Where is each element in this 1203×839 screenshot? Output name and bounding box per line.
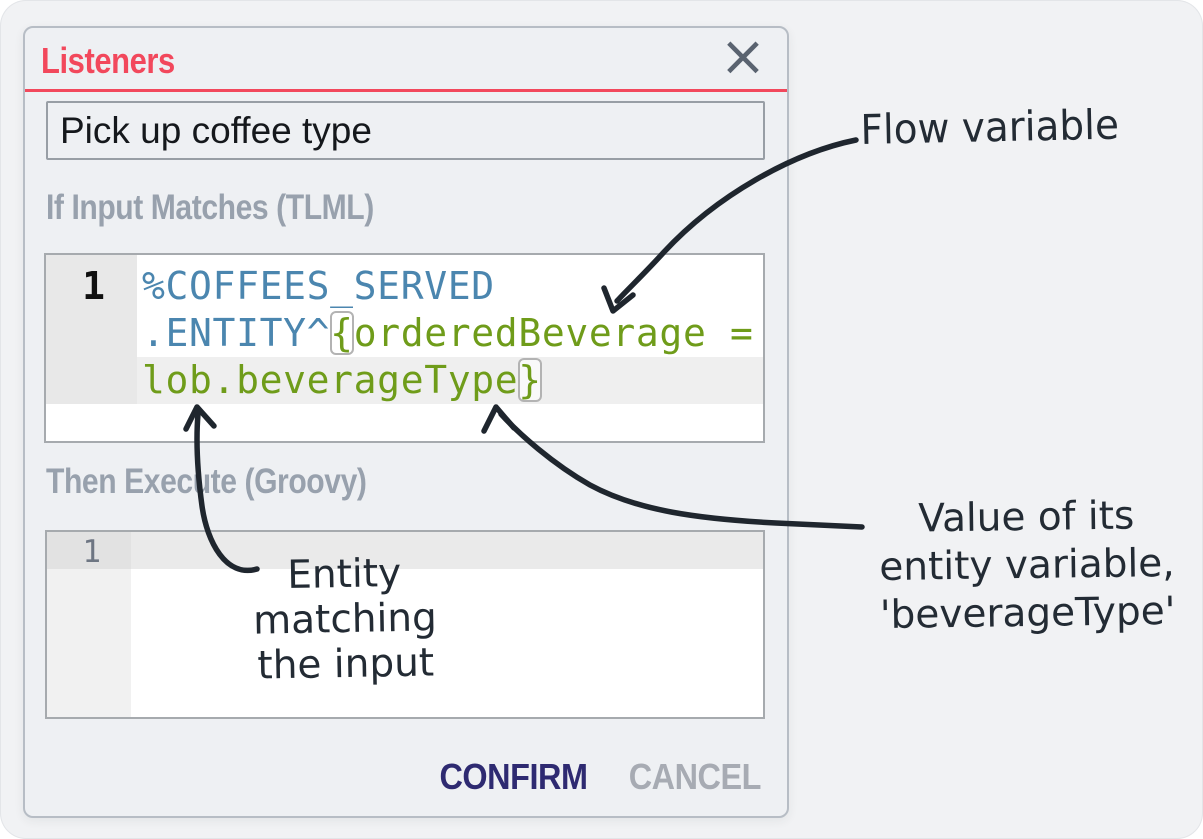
annotation-line: 'beverageType' (879, 588, 1176, 639)
tlml-line-number: 1 (82, 264, 105, 308)
dialog-footer: CONFIRM CANCEL (25, 756, 762, 798)
listener-name-input[interactable] (46, 101, 765, 160)
code-token: lob.beverageType (142, 358, 519, 402)
code-token: orderedBeverage = (353, 311, 754, 355)
annotation-line: the input (257, 640, 435, 689)
listeners-dialog: Listeners × If Input Matches (TLML) 1 %C… (23, 26, 789, 818)
annotation-entity-matching: Entity matching the input (194, 549, 496, 689)
annotation-line: Value of its (918, 493, 1135, 542)
code-token: %COFFEES_SERVED (142, 264, 495, 308)
tlml-section-label: If Input Matches (TLML) (46, 188, 374, 227)
dialog-title-text: Listeners (41, 40, 175, 81)
annotation-line: matching (252, 595, 438, 644)
annotation-line: Entity (286, 551, 402, 598)
title-divider (25, 89, 787, 92)
close-button[interactable]: × (719, 28, 767, 86)
tlml-editor-gutter (46, 255, 137, 404)
confirm-button[interactable]: CONFIRM (439, 756, 588, 797)
groovy-section-label: Then Execute (Groovy) (46, 462, 367, 501)
annotation-entity-value: Value of its entity variable, 'beverageT… (851, 492, 1203, 641)
groovy-gutter-active-cell (47, 532, 131, 569)
dialog-title: Listeners (41, 40, 197, 82)
code-open-brace: { (330, 311, 354, 355)
groovy-line-number: 1 (82, 534, 101, 570)
code-close-brace: } (518, 358, 542, 402)
annotation-flow-variable: Flow variable (860, 100, 1120, 154)
tlml-code-text: %COFFEES_SERVED .ENTITY^{orderedBeverage… (142, 263, 754, 404)
code-token: .ENTITY^ (142, 311, 331, 355)
tlml-code-editor[interactable]: 1 %COFFEES_SERVED .ENTITY^{orderedBevera… (44, 253, 765, 443)
annotation-line: entity variable, (879, 540, 1175, 591)
close-icon: × (719, 24, 767, 89)
tlml-active-line-highlight (137, 357, 763, 404)
cancel-button[interactable]: CANCEL (628, 756, 762, 797)
